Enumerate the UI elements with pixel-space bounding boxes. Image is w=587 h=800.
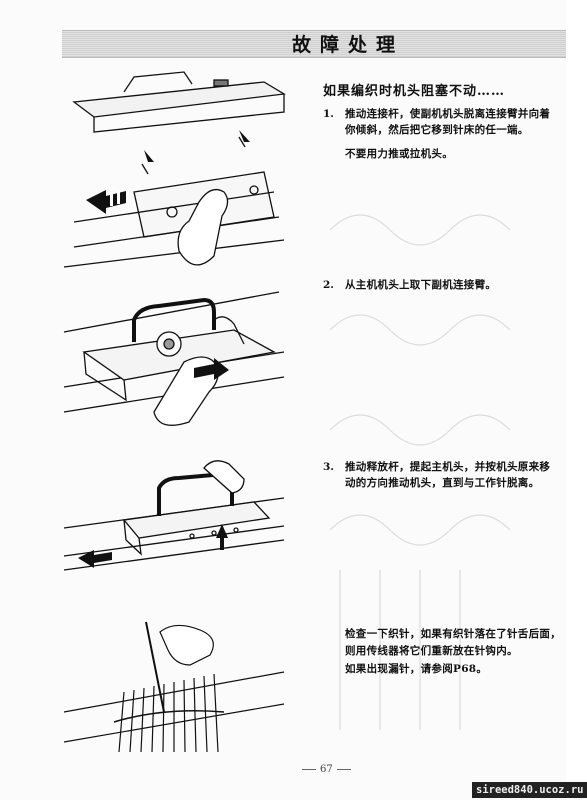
needle-check-illustration bbox=[63, 621, 285, 753]
step-text: 推动连接杆，使副机机头脱离连接臂并向着你倾斜，然后把它移到针床的任一端。 bbox=[345, 108, 551, 136]
step1-illustration bbox=[63, 71, 286, 268]
step-1-note: 不要用力推或拉机头。 bbox=[345, 148, 453, 160]
manual-page: 故障处理 如果编织时机头阻塞不动…… 1. 推动连接杆，使副机机头脱离连接臂并向… bbox=[0, 0, 566, 800]
step-1: 1. 推动连接杆，使副机机头脱离连接臂并向着你倾斜，然后把它移到针床的任一端。 bbox=[323, 106, 563, 146]
step-text: 从主机机头上取下副机连接臂。 bbox=[345, 279, 497, 291]
title-bar: 故障处理 bbox=[62, 30, 566, 58]
section-heading: 如果编织时机头阻塞不动…… bbox=[323, 84, 506, 99]
page-title: 故障处理 bbox=[292, 34, 405, 56]
check-needles-note: 检查一下织针，如果有织针落在了针舌后面，则用传线器将它们重新放在针钩内。 bbox=[345, 628, 561, 657]
step2-illustration bbox=[63, 291, 285, 426]
step-number: 2. bbox=[323, 279, 334, 291]
bleed-through-background bbox=[329, 214, 511, 730]
step3-illustration bbox=[63, 460, 285, 571]
step-3: 3. 推动释放杆，提起主机头，并按机头原来移动的方向推动机头，直到与工作针脱离。 bbox=[323, 459, 563, 499]
missing-stitch-note: 如果出现漏针，请参阅P68。 bbox=[345, 663, 488, 675]
step-number: 1. bbox=[323, 108, 334, 120]
site-watermark: sireed840.ucoz.ru bbox=[472, 782, 587, 798]
step-text: 推动释放杆，提起主机头，并按机头原来移动的方向推动机头，直到与工作针脱离。 bbox=[345, 461, 551, 489]
step-2: 2. 从主机机头上取下副机连接臂。 bbox=[323, 277, 563, 297]
page-number: 67 bbox=[298, 764, 355, 775]
step-number: 3. bbox=[323, 461, 334, 473]
